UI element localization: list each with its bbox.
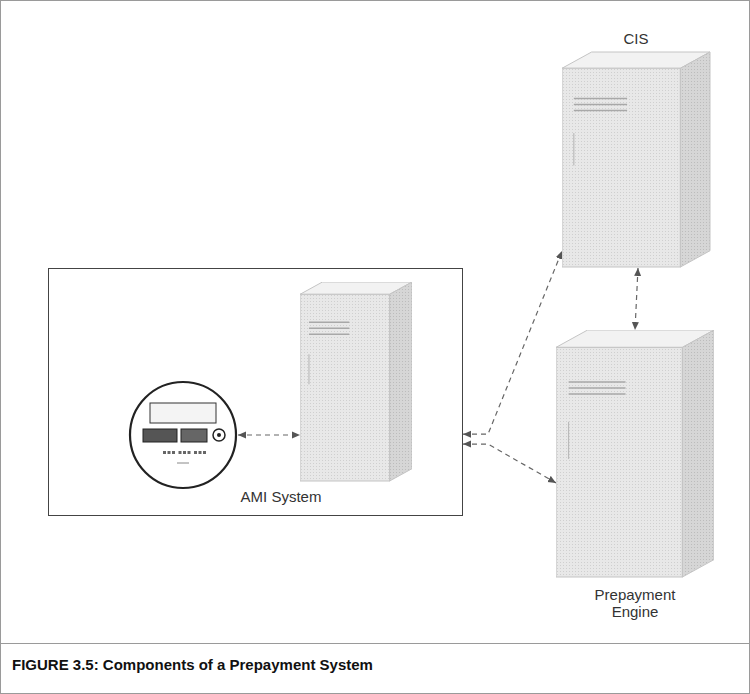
meter-panel — [181, 429, 207, 442]
data-link — [635, 268, 638, 330]
server-outline — [556, 330, 714, 624]
meter-mark — [199, 451, 202, 454]
meter-mark — [203, 451, 206, 454]
drive-slot — [574, 98, 627, 100]
panel-edge — [308, 354, 309, 384]
panel-edge — [568, 422, 569, 459]
caption-separator — [0, 643, 750, 644]
node-label: AMI System — [201, 488, 361, 505]
ami-server — [300, 282, 412, 482]
meter-mark — [168, 451, 171, 454]
meter-mark — [188, 451, 191, 454]
drive-slot — [574, 110, 627, 112]
server-front — [556, 347, 682, 577]
server-icon — [556, 330, 714, 577]
meter-mark — [163, 451, 166, 454]
cis-server: CIS — [562, 26, 714, 268]
data-link — [463, 444, 556, 483]
prepayment-engine-server: Prepayment Engine — [556, 330, 714, 624]
drive-slot — [569, 381, 626, 383]
panel-edge — [573, 133, 574, 165]
smart-meter — [128, 380, 238, 490]
drive-slot — [309, 328, 349, 330]
server-outline — [562, 26, 714, 268]
server-icon — [300, 282, 412, 481]
meter-mark — [194, 451, 197, 454]
meter-mark — [183, 451, 186, 454]
meter-port — [213, 429, 225, 441]
node-label: Prepayment Engine — [590, 586, 680, 620]
data-link — [238, 434, 300, 435]
meter-mark — [179, 451, 182, 454]
data-link — [463, 251, 562, 434]
meter-port-dot — [217, 433, 221, 437]
server-icon — [562, 52, 710, 267]
meter-panel — [143, 429, 177, 442]
server-side — [390, 282, 412, 481]
meter-display — [150, 403, 216, 423]
system-boundary-box: AMI System — [48, 268, 463, 516]
server-side — [680, 52, 710, 267]
figure-caption: FIGURE 3.5: Components of a Prepayment S… — [12, 656, 373, 673]
node-label: CIS — [562, 30, 710, 47]
meter-body — [130, 382, 236, 488]
meter-mark — [177, 463, 189, 464]
drive-slot — [574, 104, 627, 106]
drive-slot — [569, 387, 626, 389]
server-front — [300, 294, 390, 481]
server-front — [562, 68, 680, 267]
meter-outline — [128, 380, 238, 490]
meter-mark — [172, 451, 175, 454]
drive-slot — [309, 334, 349, 336]
server-outline — [300, 282, 412, 482]
server-side — [682, 330, 714, 577]
drive-slot — [569, 393, 626, 395]
drive-slot — [309, 322, 349, 324]
meter-icon — [130, 382, 236, 488]
